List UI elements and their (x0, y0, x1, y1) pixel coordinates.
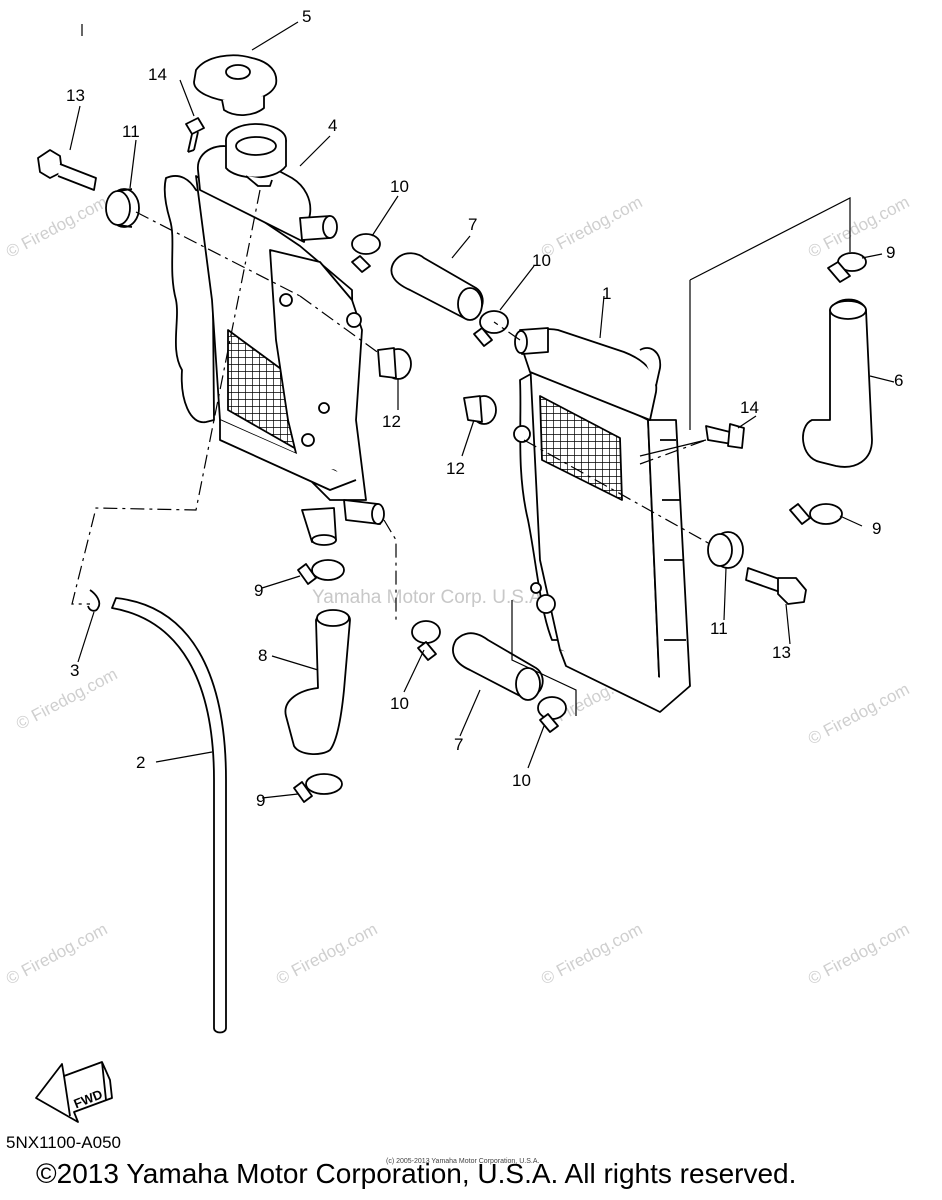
callout-7: 7 (468, 215, 477, 234)
watermark: © Firedog.com (3, 192, 111, 261)
watermark: © Firedog.com (3, 919, 111, 988)
center-watermark: Yamaha Motor Corp. U.S.A. (312, 587, 547, 608)
callout-8: 8 (258, 646, 267, 665)
diagram-code: 5NX1100-A050 (6, 1133, 121, 1152)
callout-9: 9 (254, 581, 263, 600)
footer-copyright: ©2013 Yamaha Motor Corporation, U.S.A. A… (36, 1158, 797, 1189)
small-parts (37, 54, 873, 1034)
callout-13: 13 (66, 86, 85, 105)
callout-9: 9 (886, 243, 895, 262)
callout-12: 12 (382, 412, 401, 431)
callout-4: 4 (328, 116, 337, 135)
watermark: © Firedog.com (273, 919, 381, 988)
fwd-arrow-icon: FWD (35, 1061, 113, 1123)
callout-7: 7 (454, 735, 463, 754)
leader-lines (69, 21, 895, 799)
callout-2: 2 (136, 753, 145, 772)
watermark: © Firedog.com (805, 679, 913, 748)
callout-9: 9 (872, 519, 881, 538)
callout-14: 14 (148, 65, 167, 84)
callout-10: 10 (512, 771, 531, 790)
callout-11: 11 (122, 122, 140, 141)
callout-1: 1 (602, 284, 611, 303)
callout-12: 12 (446, 459, 465, 478)
watermark: © Firedog.com (538, 919, 646, 988)
callouts: 5 14 13 4 11 10 7 10 9 1 6 14 12 12 9 9 … (66, 7, 903, 810)
callout-9: 9 (256, 791, 265, 810)
watermark: © Firedog.com (13, 664, 121, 733)
callout-10: 10 (390, 177, 409, 196)
callout-5: 5 (302, 7, 311, 26)
tiny-copyright: (c) 2005-2013 Yamaha Motor Corporation, … (386, 1158, 540, 1165)
callout-13: 13 (772, 643, 791, 662)
watermark: © Firedog.com (805, 192, 913, 261)
callout-10: 10 (532, 251, 551, 270)
callout-10: 10 (390, 694, 409, 713)
callout-14: 14 (740, 398, 759, 417)
right-radiator (513, 327, 691, 713)
callout-6: 6 (894, 371, 903, 390)
callout-3: 3 (70, 661, 79, 680)
callout-11: 11 (710, 619, 728, 638)
left-radiator (163, 123, 385, 546)
watermark: © Firedog.com (538, 192, 646, 261)
watermark: © Firedog.com (805, 919, 913, 988)
